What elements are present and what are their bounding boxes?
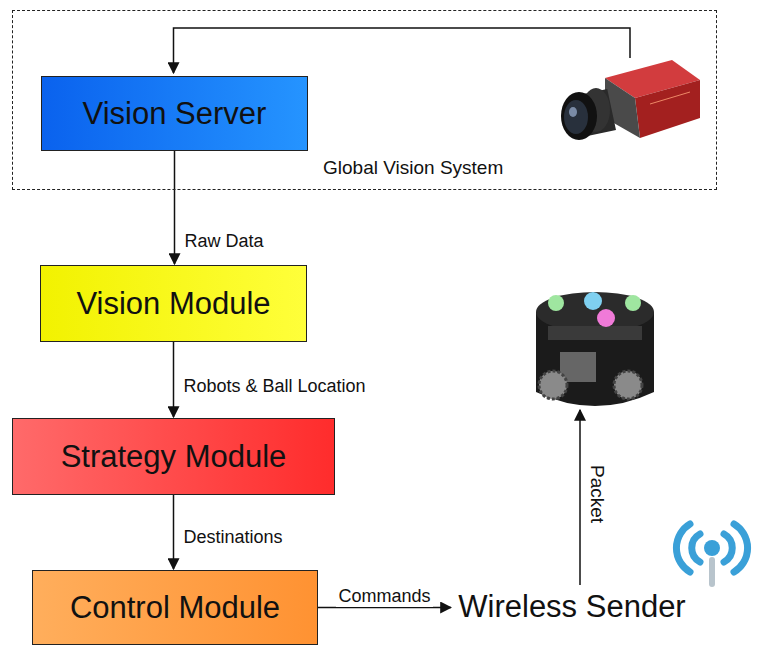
process-box: Control Module	[32, 570, 318, 645]
node-text: Strategy Module	[61, 439, 287, 475]
edge-label: Robots & Ball Location	[182, 375, 368, 397]
region-boundary: Global Vision System Vision Server	[12, 10, 717, 190]
camera-feed-line	[174, 28, 631, 73]
flow-arrow	[173, 342, 175, 417]
node-text: Vision Module	[76, 286, 270, 322]
signal-label: Packet	[586, 463, 608, 525]
robot-illustration	[536, 292, 654, 406]
wifi-icon	[676, 524, 747, 584]
node-text: Vision Server	[83, 96, 267, 132]
flow-arrow	[318, 607, 451, 609]
process-box: Strategy Module	[12, 418, 335, 495]
process-box: Vision Module	[40, 265, 307, 342]
process-box: Vision Server	[41, 76, 308, 151]
camera-illustration	[561, 60, 700, 140]
flow-arrow	[174, 151, 176, 264]
flow-arrow	[173, 495, 175, 569]
edge-label: Destinations	[182, 526, 285, 548]
edge-label: Raw Data	[183, 230, 266, 252]
packet-line	[579, 410, 581, 585]
node-text: Wireless Sender	[458, 589, 685, 625]
node-text: Control Module	[70, 590, 280, 626]
sender-node: Wireless Sender	[452, 587, 692, 627]
node-text: Global Vision System	[321, 157, 505, 179]
edge-label: Commands	[336, 585, 432, 607]
